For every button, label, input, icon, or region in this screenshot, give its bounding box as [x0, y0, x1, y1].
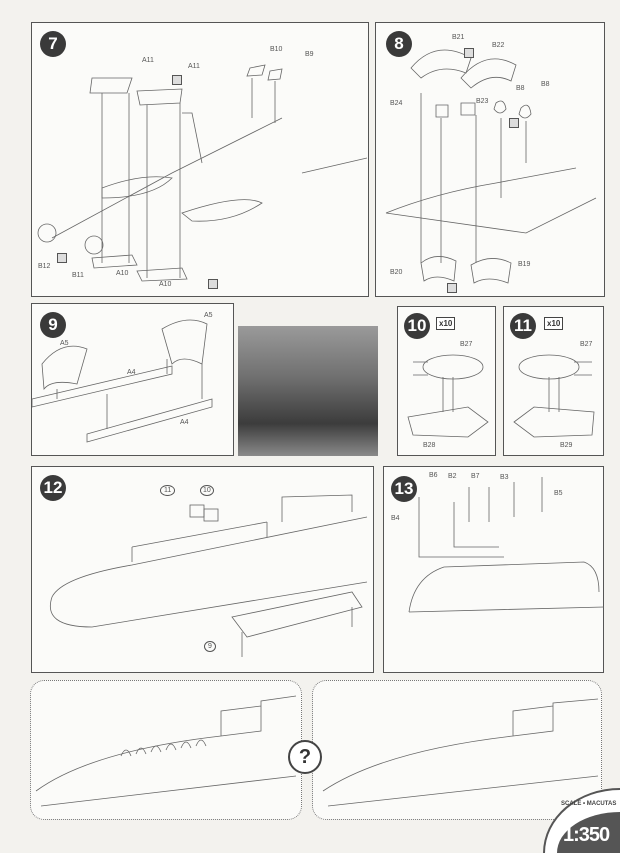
step-10-number: 10	[404, 313, 430, 339]
ref-step-11: 11	[160, 485, 176, 496]
question-mark-icon: ?	[288, 740, 322, 774]
reference-photo	[238, 326, 378, 456]
result-view-with-covers	[30, 680, 302, 820]
step-11-number: 11	[510, 313, 536, 339]
ref-step-9: 9	[204, 641, 216, 652]
part-label: A4	[180, 419, 189, 426]
part-label: B3	[500, 474, 509, 481]
part-label: B5	[554, 490, 563, 497]
part-label: B23	[476, 98, 489, 105]
step-12-number: 12	[40, 475, 66, 501]
part-label: B10	[270, 46, 283, 53]
part-label: B6	[429, 472, 438, 479]
paint-box	[208, 279, 218, 289]
part-label: B8	[516, 85, 525, 92]
step-7-panel: 7 A11 A11 B10 B9 B12 B11 A10 A10	[31, 22, 369, 297]
part-label: B22	[492, 42, 505, 49]
part-label: A4	[127, 369, 136, 376]
step-8-drawing	[385, 49, 597, 284]
step-7-number: 7	[40, 31, 66, 57]
part-label: B4	[391, 515, 400, 522]
part-label: A10	[159, 281, 172, 288]
part-label: B20	[390, 269, 403, 276]
scale-ring-text: SCALE • MACUTAS	[561, 801, 617, 807]
part-label: B27	[580, 341, 593, 348]
step-9-panel: 9 A5 A5 A4 A4	[31, 303, 234, 456]
part-label: B27	[460, 341, 473, 348]
submarine-result-drawing	[35, 695, 297, 807]
step-9-drawing	[32, 319, 213, 443]
part-label: B9	[305, 51, 314, 58]
part-label: B24	[390, 100, 403, 107]
part-label: B19	[518, 261, 531, 268]
paint-box	[172, 75, 182, 85]
part-label: B29	[560, 442, 573, 449]
paint-box	[464, 48, 474, 58]
step-8-number: 8	[386, 31, 412, 57]
part-label: A11	[142, 57, 154, 64]
submarine-result-drawing	[322, 698, 599, 807]
step-12-panel: 12 11 10 9	[31, 466, 374, 673]
step-12-drawing	[50, 494, 368, 657]
paint-box	[447, 283, 457, 293]
step-9-number: 9	[40, 312, 66, 338]
ref-step-10: 10	[200, 485, 214, 496]
part-label: B7	[471, 473, 480, 480]
part-label: B28	[423, 442, 436, 449]
part-label: B12	[38, 263, 51, 270]
paint-box	[57, 253, 67, 263]
step-13-number: 13	[391, 476, 417, 502]
part-label: B11	[72, 272, 84, 279]
step-10-panel: 10 x10 B27 B28	[397, 306, 496, 456]
result-view-closed	[312, 680, 602, 820]
part-label: B2	[448, 473, 457, 480]
quantity-badge: x10	[436, 317, 456, 330]
step-13-panel: 13 B6 B2 B7 B3 B5 B4	[383, 466, 605, 673]
step-7-drawing	[37, 64, 368, 282]
part-label: A11	[188, 63, 200, 70]
paint-box	[509, 118, 519, 128]
step-11-drawing	[513, 354, 595, 438]
quantity-badge: x10	[544, 317, 564, 330]
part-label: A10	[116, 270, 129, 277]
part-label: A5	[60, 340, 69, 347]
part-label: B21	[452, 34, 465, 41]
step-8-panel: 8 B21 B22 B8 B8 B24 B23 B20 B19	[375, 22, 605, 297]
part-label: A5	[204, 312, 213, 319]
step-11-panel: 11 x10 B27 B29	[503, 306, 604, 456]
part-label: B8	[541, 81, 550, 88]
step-13-drawing	[408, 477, 605, 613]
step-10-drawing	[407, 354, 489, 438]
scale-value: 1:350	[563, 824, 610, 846]
